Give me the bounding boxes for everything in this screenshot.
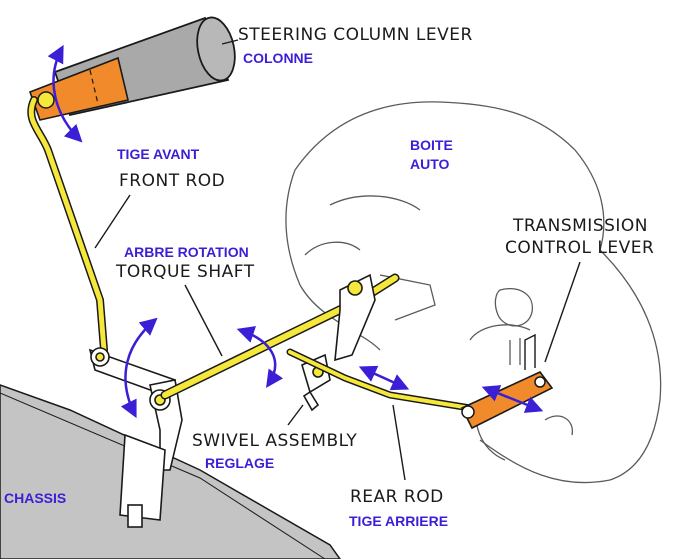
label-rear-rod: REAR ROD [350, 487, 444, 507]
torque-shaft-arm [334, 273, 376, 362]
label-tige-avant: TIGE AVANT [117, 146, 200, 162]
column-lever-pivot [37, 91, 55, 109]
leader-lines [94, 39, 581, 481]
label-transmission: TRANSMISSION [513, 216, 649, 236]
label-swivel-assembly: SWIVEL ASSEMBLY [192, 431, 358, 451]
label-front-rod: FRONT ROD [119, 171, 226, 191]
torque-shaft-arrow-mid [236, 326, 284, 388]
label-boite: BOITE [410, 137, 453, 153]
torque-shaft-arrow-left [120, 317, 158, 419]
label-arbre-rotation: ARBRE ROTATION [124, 244, 249, 260]
label-colonne: COLONNE [243, 50, 313, 66]
label-chassis: CHASSIS [4, 490, 67, 506]
rear-rod-arrow [358, 365, 410, 391]
column-lever-arrow [47, 44, 83, 143]
motion-arrows [47, 44, 544, 419]
chassis-rail [0, 384, 341, 559]
label-auto: AUTO [410, 156, 450, 172]
label-reglage: REGLAGE [205, 455, 275, 471]
label-steering-column-lever: STEERING COLUMN LEVER [238, 25, 473, 45]
transmission-lever-arrow [481, 385, 544, 413]
label-tige-arriere: TIGE ARRIERE [349, 513, 449, 529]
label-control-lever: CONTROL LEVER [505, 238, 655, 258]
label-torque-shaft: TORQUE SHAFT [116, 262, 255, 282]
